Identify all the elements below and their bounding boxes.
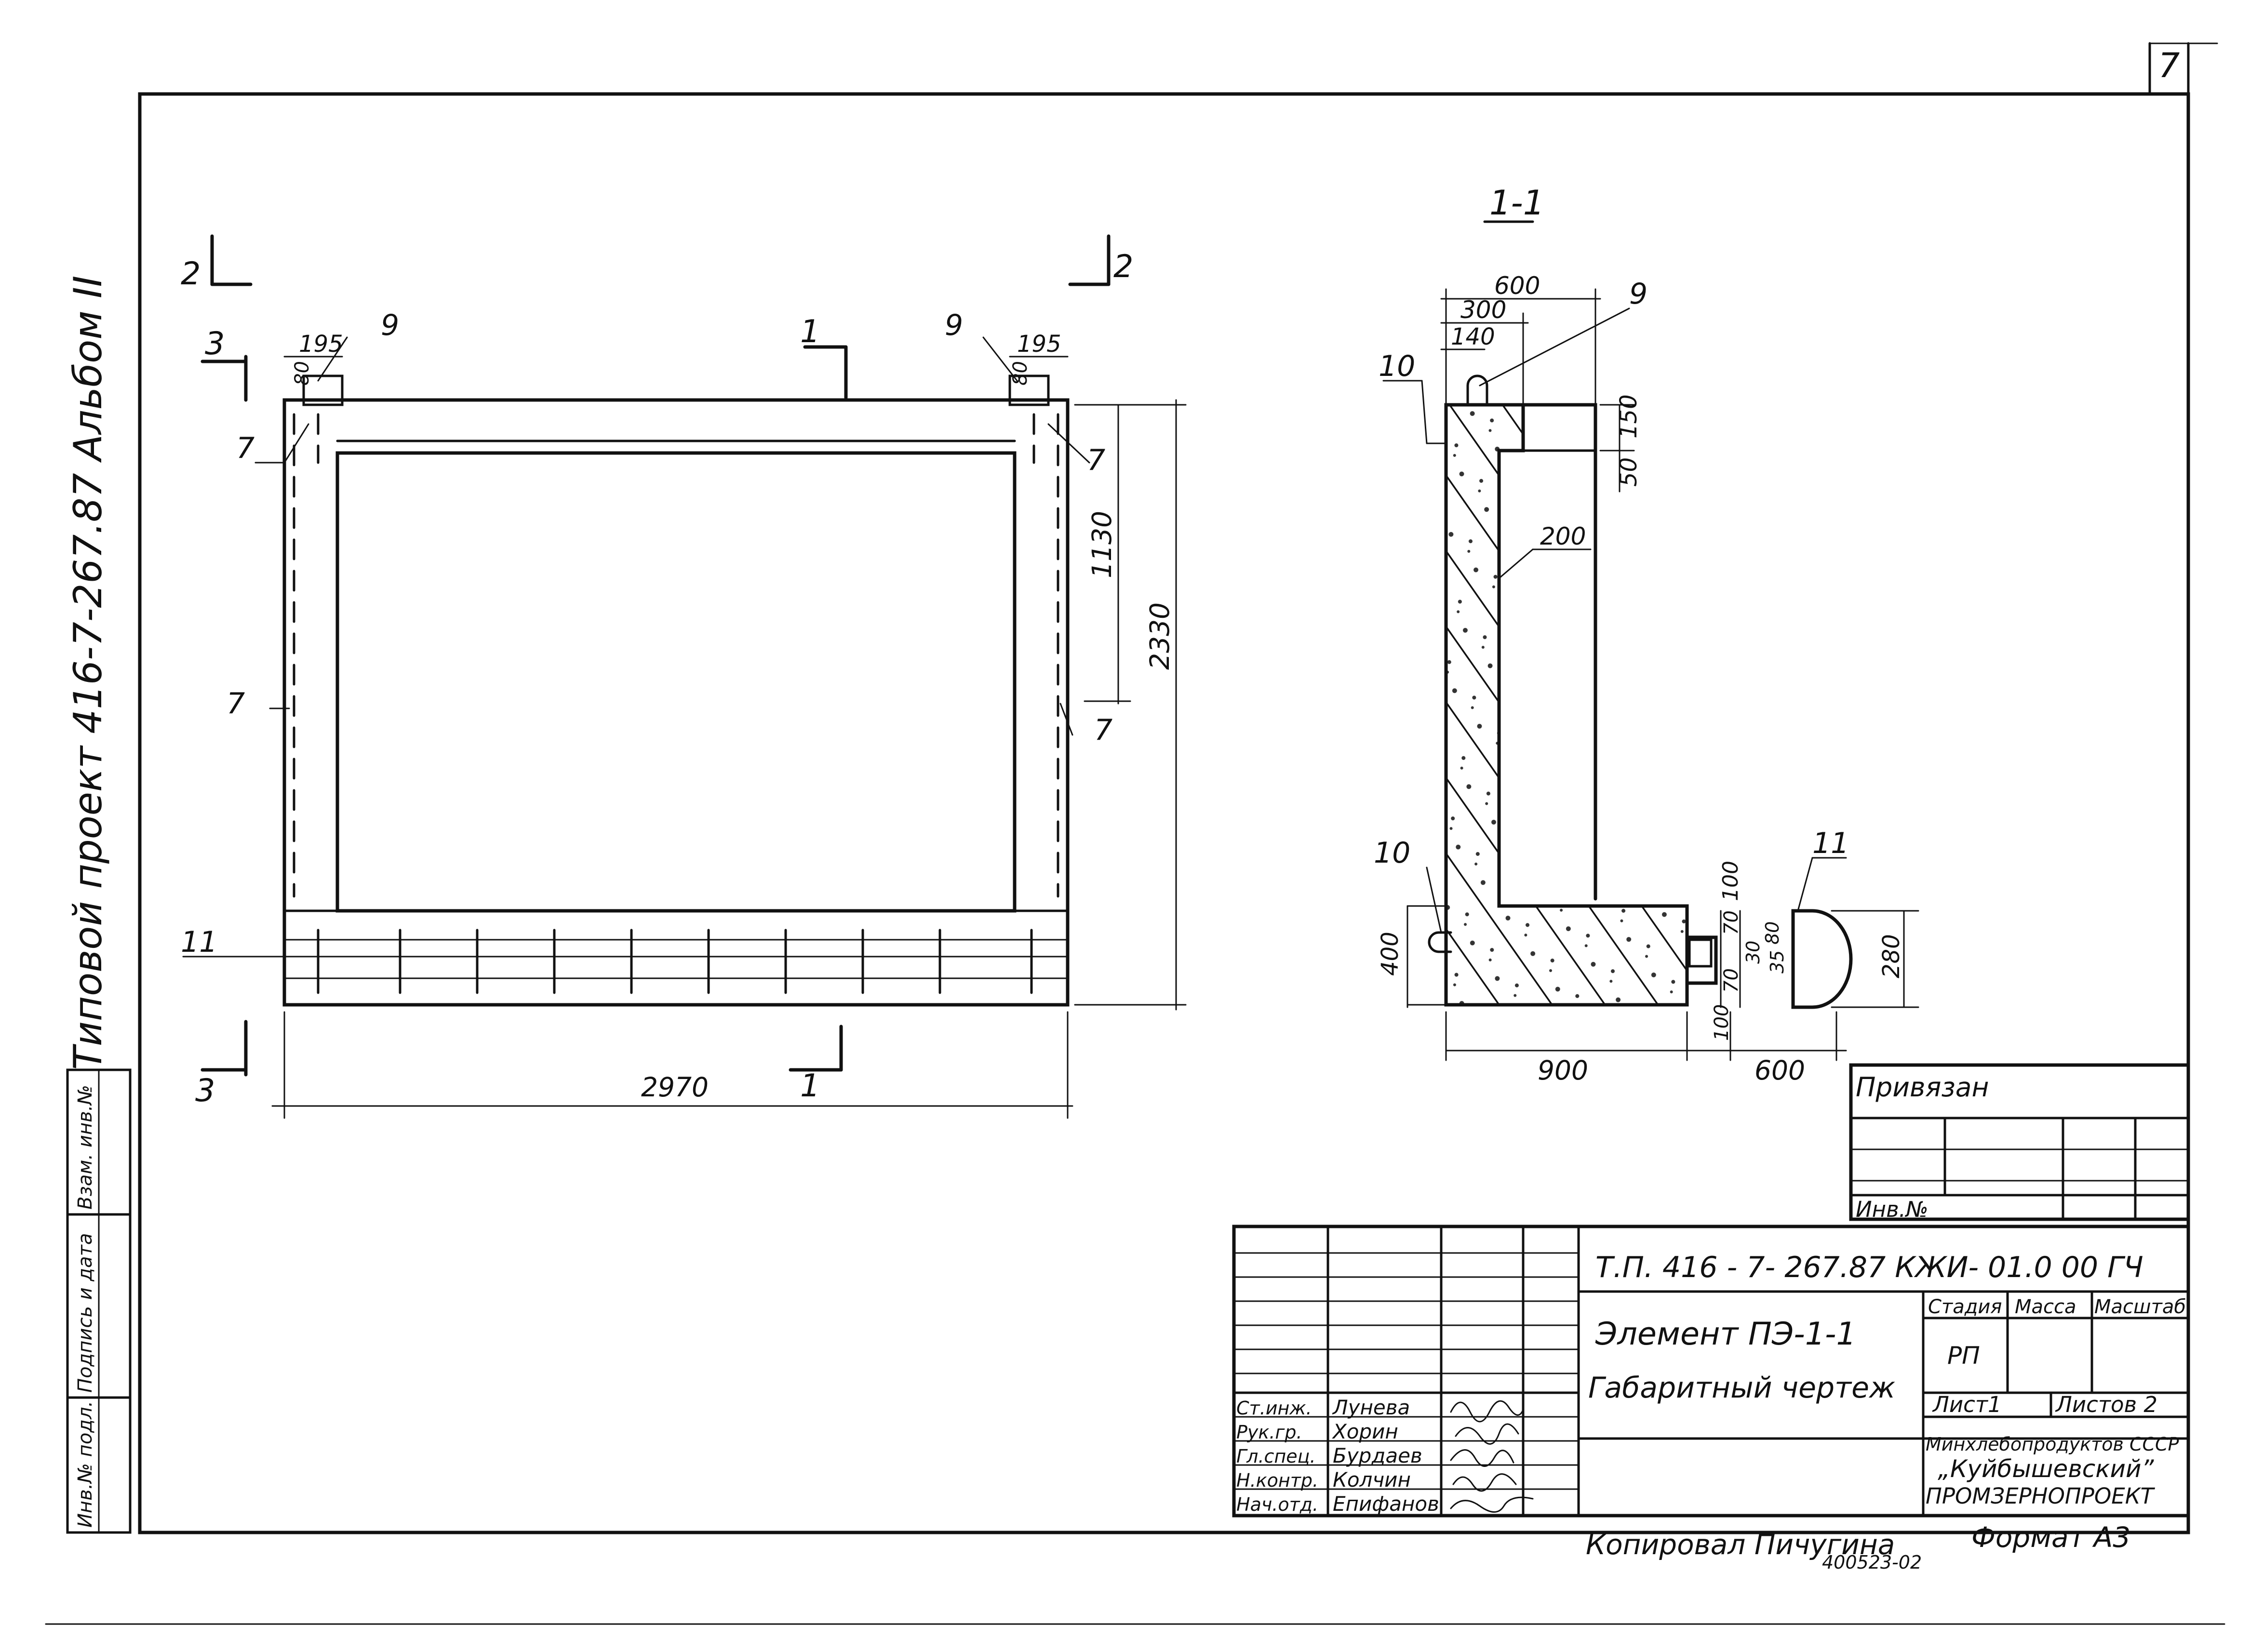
stamp-signature-date: Подпись и дата — [74, 1233, 96, 1393]
sec-dim-600-bottom: 600 — [1754, 1055, 1805, 1086]
sec-dim-300: 300 — [1460, 296, 1506, 324]
title-element: Элемент ПЭ-1-1 — [1595, 1316, 1856, 1352]
title-code: Т.П. 416 - 7- 267.87 КЖИ- 01.0 00 ГЧ — [1595, 1251, 2143, 1284]
org-line-1: Минхлебопродуктов СССР — [1926, 1434, 2179, 1455]
elev-dim-195-right: 195 — [1017, 331, 1061, 358]
sec-dim-400: 400 — [1377, 932, 1404, 976]
sec-dim-70-bottom: 70 — [1720, 968, 1742, 993]
org-line-3: ПРОМЗЕРНОПРОЕКТ — [1926, 1483, 2156, 1509]
sec-dim-100-bottom: 100 — [1711, 1004, 1733, 1041]
sec-dim-600-top: 600 — [1494, 272, 1540, 300]
elev-callout-7-top-right: 7 — [1087, 443, 1105, 477]
stage-value: РП — [1947, 1342, 1980, 1370]
sheets-label: Листов 2 — [2055, 1392, 2157, 1417]
sec-dim-900: 900 — [1538, 1055, 1588, 1086]
elev-section-mark-2-left: 2 — [181, 256, 201, 292]
sec-dim-280: 280 — [1878, 934, 1905, 978]
section-hatch — [1444, 403, 1689, 1007]
copied-by: Копировал Пичугина — [1586, 1528, 1895, 1561]
elev-callout-11: 11 — [181, 925, 217, 959]
privyazan-inv-label: Инв.№ — [1856, 1197, 1929, 1222]
privyazan-label: Привязан — [1856, 1072, 1989, 1103]
sec-callout-11: 11 — [1812, 826, 1849, 860]
elev-callout-7-mid-left: 7 — [227, 687, 245, 720]
staff-name-2: Хорин — [1332, 1420, 1398, 1443]
sheet-format: Формат А3 — [1971, 1521, 2130, 1554]
section-title: 1-1 — [1489, 183, 1544, 223]
sec-dim-35: 35 — [1767, 950, 1788, 973]
title-drawing: Габаритный чертеж — [1588, 1371, 1895, 1405]
elevation-view — [182, 234, 1187, 1119]
sec-callout-10-top: 10 — [1379, 349, 1415, 383]
elev-section-mark-1-top: 1 — [800, 314, 820, 350]
staff-role-3: Гл.спец. — [1236, 1446, 1316, 1467]
sheet-label: Лист1 — [1932, 1392, 2002, 1417]
title-block — [1232, 1225, 2190, 1518]
archive-number: 400523-02 — [1822, 1552, 1922, 1573]
header-scale: Масштаб — [2094, 1296, 2186, 1318]
staff-role-5: Нач.отд. — [1236, 1494, 1318, 1515]
left-stamp-strip — [66, 1068, 132, 1534]
staff-role-2: Рук.гр. — [1236, 1422, 1302, 1443]
section-1-1-view — [1382, 220, 1919, 1061]
sec-dim-70-top: 70 — [1720, 910, 1742, 935]
elev-callout-7-mid-right: 7 — [1094, 713, 1112, 747]
elev-dim-1130: 1130 — [1086, 511, 1117, 578]
elev-dim-2330: 2330 — [1144, 602, 1175, 670]
staff-name-3: Бурдаев — [1333, 1444, 1422, 1467]
stamp-inv-podl: Инв.№ подл. — [74, 1401, 96, 1528]
sec-dim-30: 30 — [1742, 941, 1764, 964]
project-title-vertical: Типовой проект 416-7-267.87 Альбом II — [66, 276, 110, 1070]
sec-dim-100-top: 100 — [1718, 861, 1743, 901]
elev-section-mark-2-right: 2 — [1113, 249, 1133, 285]
sec-dim-80: 80 — [1762, 921, 1783, 945]
sec-dim-150: 150 — [1615, 394, 1642, 439]
staff-role-1: Ст.инж. — [1236, 1398, 1312, 1419]
sec-dim-140: 140 — [1451, 323, 1495, 350]
elev-section-mark-3-top: 3 — [205, 326, 225, 362]
elev-dim-80-right: 80 — [1009, 361, 1031, 386]
sec-dim-200: 200 — [1540, 522, 1586, 550]
staff-name-4: Колчин — [1333, 1468, 1411, 1492]
elev-dim-2970: 2970 — [641, 1072, 709, 1103]
staff-role-4: Н.контр. — [1236, 1470, 1318, 1491]
staff-name-5: Епифанов — [1333, 1492, 1439, 1516]
org-line-2: „Куйбышевский” — [1938, 1455, 2154, 1483]
drawing-frame — [45, 42, 2225, 1625]
sec-callout-9: 9 — [1629, 277, 1647, 311]
elev-dim-80-left: 80 — [291, 361, 313, 386]
elev-callout-9-left: 9 — [381, 308, 399, 342]
sec-callout-10-bottom: 10 — [1374, 836, 1410, 870]
sheet-number: 7 — [2158, 46, 2180, 85]
signatures — [1450, 1400, 1534, 1513]
elev-section-mark-3-bottom: 3 — [195, 1073, 215, 1109]
privyazan-block — [1849, 1063, 2190, 1221]
elev-section-mark-1-bottom: 1 — [800, 1068, 820, 1104]
header-stage: Стадия — [1928, 1296, 2002, 1318]
elev-callout-9-right: 9 — [945, 308, 963, 342]
header-mass: Масса — [2015, 1296, 2076, 1318]
staff-name-1: Лунева — [1332, 1396, 1410, 1419]
elev-dim-195-left: 195 — [299, 331, 343, 358]
sec-dim-50: 50 — [1615, 457, 1642, 487]
elev-callout-7-top-left: 7 — [236, 431, 254, 465]
stamp-vzam-inv: Взам. инв.№ — [74, 1085, 96, 1210]
